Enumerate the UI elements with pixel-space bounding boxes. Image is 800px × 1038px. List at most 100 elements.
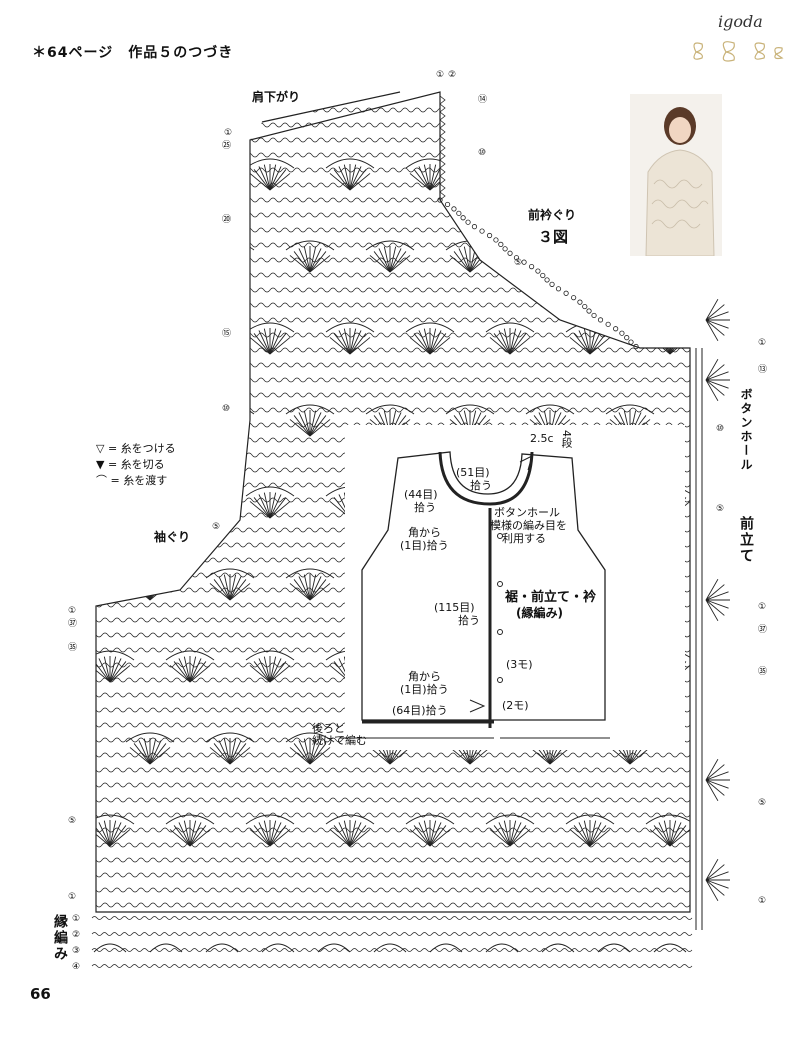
neck-chain-stitch bbox=[633, 343, 639, 350]
inset-button-note1: 模様の編み目を bbox=[490, 519, 567, 532]
edging-row bbox=[91, 948, 693, 952]
inset-background bbox=[345, 425, 685, 750]
neck-chain-stitch bbox=[613, 326, 619, 332]
neck-chain-stitch bbox=[437, 197, 443, 203]
neck-chain-stitch bbox=[582, 303, 588, 310]
neck-column-stitch bbox=[439, 95, 446, 105]
inset-corner1: 角から bbox=[408, 526, 441, 539]
row-marker: ⑳ bbox=[222, 215, 232, 225]
picot-fan bbox=[705, 319, 725, 336]
inset-garment-outline bbox=[361, 451, 606, 721]
picot-fan bbox=[705, 858, 719, 881]
inset-title1: 裾・前立て・衿 bbox=[505, 590, 597, 605]
row-marker: ③ bbox=[72, 946, 81, 956]
legend-item: ▽ = 糸をつける bbox=[96, 442, 176, 455]
inset-pick51: (51目) bbox=[456, 466, 490, 479]
row-marker: ⑩ bbox=[478, 148, 487, 158]
edging-row bbox=[91, 964, 693, 968]
neck-column-stitch bbox=[439, 135, 446, 145]
picot-fan bbox=[705, 319, 729, 329]
inset-title2: (縁編み) bbox=[516, 606, 563, 620]
row-marker: ⑤ bbox=[514, 258, 523, 268]
neck-column-stitch bbox=[439, 191, 446, 201]
neck-chain-stitch bbox=[513, 255, 520, 261]
picot-fan bbox=[705, 599, 719, 622]
neck-chain-stitch bbox=[605, 321, 611, 327]
inset-m2: (2モ) bbox=[502, 699, 529, 712]
picot-fan bbox=[705, 364, 725, 381]
edging-row bbox=[91, 932, 693, 936]
inset-arrow bbox=[469, 699, 486, 713]
inset-button-hole: ボタンホール bbox=[494, 506, 560, 519]
legend-item: ▼ = 糸を切る bbox=[96, 458, 165, 471]
inset-rows-label: 4段 bbox=[560, 430, 573, 448]
inset-pick115b: 拾う bbox=[458, 614, 480, 627]
row-marker: ④ bbox=[72, 962, 81, 972]
legend-carry-icon: ⌒ bbox=[96, 474, 107, 487]
neck-chain-stitch bbox=[619, 330, 625, 336]
picot-fan bbox=[705, 599, 725, 616]
picot-fan bbox=[705, 578, 719, 601]
picot-fan bbox=[705, 758, 719, 781]
edging-shell bbox=[93, 943, 127, 953]
picot-fan bbox=[705, 304, 725, 321]
row-marker: ⑤ bbox=[716, 504, 725, 514]
legend-item: ⌒ = 糸を渡す bbox=[96, 474, 168, 487]
neck-chain-stitch bbox=[460, 215, 466, 221]
row-marker: ② bbox=[448, 70, 457, 80]
inset-arrow bbox=[519, 455, 533, 471]
butterfly-ornament-icon bbox=[693, 41, 784, 62]
picot-fan bbox=[705, 879, 725, 896]
model-photo bbox=[630, 94, 722, 256]
picot-fan bbox=[705, 879, 719, 902]
neck-chain-stitch bbox=[544, 277, 550, 283]
row-marker: ① bbox=[68, 606, 77, 616]
row-marker: ① bbox=[758, 896, 767, 906]
row-marker: ⑩ bbox=[222, 404, 231, 414]
inset-corner2b: (1目)拾う bbox=[400, 683, 449, 696]
inset-button-hole-mark bbox=[497, 629, 503, 635]
button-hole-side-label: ボタンホール bbox=[739, 388, 753, 472]
inset-button-hole-mark bbox=[497, 533, 503, 539]
inset-width-label: 2.5c bbox=[530, 432, 554, 445]
row-marker: ② bbox=[72, 930, 81, 940]
picot-fan bbox=[705, 358, 719, 381]
row-marker: ⑤ bbox=[68, 816, 77, 826]
inset-continue1: 後ろと bbox=[312, 722, 345, 735]
picot-fan bbox=[705, 379, 719, 402]
neck-chain-stitch bbox=[471, 224, 478, 230]
picot-fan bbox=[705, 871, 729, 881]
inset-pick64: (64目)拾う bbox=[392, 704, 448, 717]
neck-chain-stitch bbox=[540, 272, 546, 279]
picot-fan bbox=[705, 779, 719, 802]
neck-column-stitch bbox=[439, 151, 446, 161]
neck-column-stitch bbox=[439, 167, 446, 177]
neck-chain-stitch bbox=[451, 206, 457, 212]
inset-pick115: (115目) bbox=[434, 601, 475, 614]
neck-column-stitch bbox=[439, 103, 446, 113]
brand-name: igoda bbox=[718, 12, 763, 31]
neck-chain-stitch bbox=[628, 339, 634, 345]
row-marker: ㉕ bbox=[222, 141, 232, 151]
inset-corner2: 角から bbox=[408, 670, 441, 683]
inset-button-hole-mark bbox=[497, 677, 503, 683]
picot-fan bbox=[705, 599, 729, 609]
neck-chain-stitch bbox=[507, 250, 513, 256]
legend-cut-icon: ▼ bbox=[96, 458, 105, 471]
edging-shell bbox=[597, 943, 631, 953]
row-marker: ⑭ bbox=[478, 95, 488, 105]
front-neckline-label: 前衿ぐり bbox=[528, 208, 577, 222]
edging-shell bbox=[261, 943, 295, 953]
edging-shell bbox=[205, 943, 239, 953]
picot-fan bbox=[705, 319, 719, 342]
picot-fan bbox=[705, 379, 729, 389]
neck-chain-stitch bbox=[493, 237, 499, 243]
front-band-label: 前立て bbox=[738, 516, 754, 564]
neck-chain-stitch bbox=[624, 335, 630, 341]
row-marker: ⑩ bbox=[716, 424, 725, 434]
neck-column-stitch bbox=[439, 183, 446, 193]
row-marker: ① bbox=[72, 914, 81, 924]
row-marker: ① bbox=[224, 128, 233, 138]
edging-shell bbox=[485, 943, 519, 953]
legend-attach-icon: ▽ bbox=[96, 442, 105, 455]
